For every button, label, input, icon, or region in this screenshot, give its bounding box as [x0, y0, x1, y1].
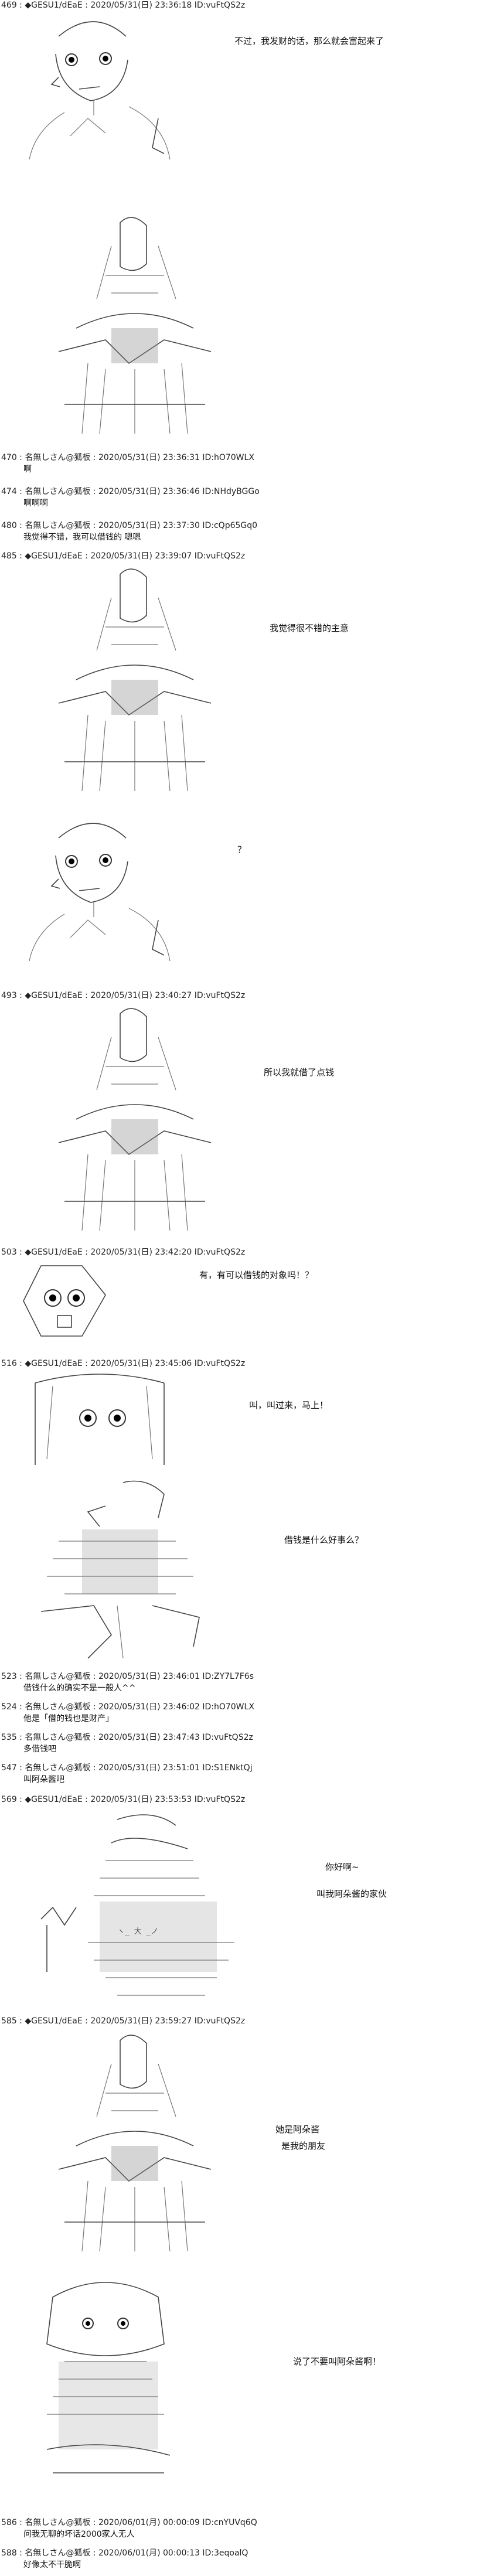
post-header: 485 : ◆GESU1/dEaE : 2020/05/31(日) 23:39:… — [1, 551, 246, 561]
dialogue-text: 叫我阿朵酱的家伙 — [316, 1889, 387, 1899]
post-header: 516 : ◆GESU1/dEaE : 2020/05/31(日) 23:45:… — [1, 1359, 246, 1368]
post-header: 524 : 名無しさん@狐板 : 2020/05/31(日) 23:46:02 … — [1, 1702, 254, 1712]
post-header: 547 : 名無しさん@狐板 : 2020/05/31(日) 23:51:01 … — [1, 1763, 253, 1773]
post-body: 啊啊啊 — [23, 499, 48, 508]
post-header: 493 : ◆GESU1/dEaE : 2020/05/31(日) 23:40:… — [1, 991, 246, 1000]
dialogue-text: 是我的朋友 — [281, 2141, 326, 2151]
robed-woman-art — [41, 563, 229, 797]
post-body: 叫阿朵酱吧 — [23, 1775, 64, 1784]
post-header: 469 : ◆GESU1/dEaE : 2020/05/31(日) 23:36:… — [1, 1, 246, 10]
post-header: 474 : 名無しさん@狐板 : 2020/05/31(日) 23:36:46 … — [1, 487, 260, 496]
post-body: 他是「借的钱也是财产」 — [23, 1714, 114, 1723]
dialogue-text: 有，有可以借钱的对象吗！？ — [199, 1270, 314, 1280]
dialogue-text: 我觉得很不错的主意 — [270, 623, 349, 633]
post-header: 535 : 名無しさん@狐板 : 2020/05/31(日) 23:47:43 … — [1, 1733, 253, 1742]
dialogue-text: 你好啊~ — [325, 1862, 359, 1872]
dialogue-text: 借钱是什么好事么？ — [284, 1535, 364, 1545]
post-body: 啊 — [23, 465, 32, 474]
dialogue-text: 不过，我发财的话，那么就会富起来了 — [234, 36, 384, 46]
post-header: 588 : 名無しさん@狐板 : 2020/06/01(月) 00:00:13 … — [1, 2548, 248, 2558]
curtain-hair-art — [23, 1371, 176, 1471]
post-header: 586 : 名無しさん@狐板 : 2020/06/01(月) 00:00:09 … — [1, 2518, 257, 2527]
post-body: 好像太不干脆啊 — [23, 2560, 81, 2570]
crouching-man-art — [23, 1471, 223, 1664]
haired-girl-art — [29, 2274, 182, 2490]
round-face-art — [18, 1260, 111, 1348]
robed-woman-art — [41, 1002, 229, 1236]
group-art: ヽ_ 大 _ノ — [29, 1808, 240, 2013]
post-body: 借钱什么的确实不是一般人^^ — [23, 1684, 136, 1693]
post-header: 569 : ◆GESU1/dEaE : 2020/05/31(日) 23:53:… — [1, 1795, 246, 1804]
dialogue-text: 她是阿朵酱 — [275, 2124, 320, 2135]
svg-text:ヽ_ 大 _ノ: ヽ_ 大 _ノ — [117, 1927, 158, 1936]
bald-man-art — [23, 13, 176, 165]
post-header: 585 : ◆GESU1/dEaE : 2020/05/31(日) 23:59:… — [1, 2016, 246, 2026]
dialogue-text: 叫，叫过来，马上！ — [249, 1400, 329, 1410]
dialogue-text: 所以我就借了点钱 — [264, 1067, 335, 1078]
dialogue-text: ？ — [237, 844, 247, 855]
post-header: 523 : 名無しさん@狐板 : 2020/05/31(日) 23:46:01 … — [1, 1672, 254, 1681]
robed-woman-art — [41, 211, 229, 439]
robed-woman-art — [41, 2029, 229, 2257]
post-header: 503 : ◆GESU1/dEaE : 2020/05/31(日) 23:42:… — [1, 1248, 246, 1257]
post-body: 我觉得不错，我可以借钱的 嗯嗯 — [23, 533, 141, 542]
post-body: 问我无聊的坏话2000家人无人 — [23, 2530, 135, 2539]
post-header: 480 : 名無しさん@狐板 : 2020/05/31(日) 23:37:30 … — [1, 521, 258, 530]
post-header: 470 : 名無しさん@狐板 : 2020/05/31(日) 23:36:31 … — [1, 453, 254, 462]
dialogue-text: 说了不要叫阿朵酱啊！ — [293, 2356, 382, 2367]
bald-man-art — [23, 815, 176, 967]
post-body: 多借钱吧 — [23, 1744, 56, 1754]
